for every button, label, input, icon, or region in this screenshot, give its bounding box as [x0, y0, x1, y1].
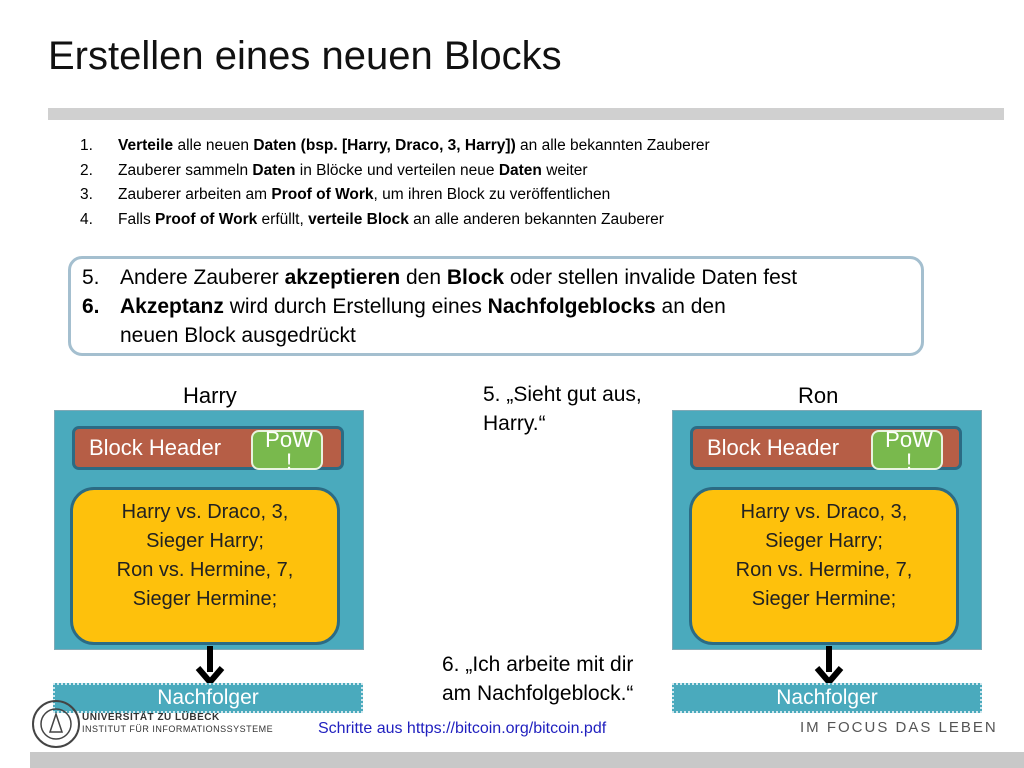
- step-item: 1. Verteile alle neuen Daten (bsp. [Harry…: [80, 134, 710, 159]
- pow-label-mark: !: [905, 449, 913, 474]
- step-item: 5. Andere Zauberer akzeptieren den Block …: [82, 263, 797, 292]
- block-data-ron: Harry vs. Draco, 3, Sieger Harry; Ron vs…: [689, 487, 959, 645]
- pow-label-mark: !: [285, 449, 293, 474]
- data-line: Sieger Hermine;: [132, 588, 278, 610]
- quote-step6: 6. „Ich arbeite mit dir am Nachfolgebloc…: [442, 650, 633, 708]
- step-text-bold: Proof of Work: [271, 186, 374, 203]
- step-text-segment: alle neuen: [173, 137, 254, 154]
- step-text-segment: erfüllt,: [257, 210, 309, 228]
- step-continuation: neuen Block ausgedrückt: [120, 324, 356, 347]
- step-text-segment: an den: [655, 295, 726, 318]
- university-name: UNIVERSITÄT ZU LÜBECK: [82, 712, 220, 723]
- data-line: Sieger Hermine;: [751, 588, 897, 610]
- highlight-callout: [68, 256, 924, 356]
- step-text-segment: Zauberer arbeiten am: [118, 186, 272, 203]
- step-text-bold: Daten (bsp. [Harry, Draco, 3, Harry]): [253, 137, 516, 154]
- step-text-bold: Daten: [498, 161, 542, 179]
- successor-block-harry: Nachfolger: [53, 683, 363, 713]
- data-line: Ron vs. Hermine, 7,: [116, 559, 294, 581]
- step-text: Verteile alle neuen Daten (bsp. [Harry, …: [118, 134, 710, 159]
- block-header-label: Block Header: [89, 435, 222, 460]
- step-number: 1.: [80, 137, 93, 154]
- step-number: 2.: [80, 161, 93, 179]
- arrow-down-icon: [195, 646, 225, 687]
- quote-step5: 5. „Sieht gut aus, Harry.“: [483, 380, 642, 438]
- data-line: Harry vs. Draco, 3,: [121, 501, 289, 523]
- step-text-segment: an alle anderen bekannten Zauberer: [408, 210, 664, 228]
- step-text-segment: in Blöcke und verteilen neue: [295, 161, 499, 179]
- arrow-down-icon: [814, 646, 844, 687]
- data-line: Ron vs. Hermine, 7,: [735, 559, 913, 581]
- step-text-segment: Andere Zauberer: [120, 266, 285, 289]
- highlighted-steps-list: 5. Andere Zauberer akzeptieren den Block …: [82, 263, 797, 350]
- quote-line: am Nachfolgeblock.“: [442, 682, 634, 705]
- step-item: 2. Zauberer sammeln Daten in Blöcke und v…: [80, 159, 710, 184]
- step-text-bold: Daten: [252, 161, 296, 179]
- block-data-harry: Harry vs. Draco, 3, Sieger Harry; Ron vs…: [70, 487, 340, 645]
- step-text-bold: Nachfolgeblocks: [487, 295, 656, 318]
- step-text-segment: Falls: [118, 210, 156, 228]
- step-number: 3.: [80, 186, 93, 203]
- node-name-harry: Harry: [183, 383, 237, 408]
- title-divider: [48, 108, 1004, 120]
- source-link[interactable]: Schritte aus https://bitcoin.org/bitcoin…: [318, 720, 607, 737]
- step-text: Zauberer arbeiten am Proof of Work, um i…: [118, 183, 610, 208]
- pow-badge-harry: PoW !: [251, 427, 323, 474]
- step-item: 3. Zauberer arbeiten am Proof of Work, um…: [80, 183, 710, 208]
- step-text: Andere Zauberer akzeptieren den Block od…: [120, 263, 797, 292]
- data-line: Harry vs. Draco, 3,: [740, 501, 908, 523]
- institute-name: INSTITUT FÜR INFORMATIONSSYSTEME: [82, 724, 274, 734]
- pow-label: PoW: [885, 427, 933, 452]
- pow-badge-ron: PoW !: [871, 427, 943, 474]
- step-text: Falls Proof of Work erfüllt, verteile Bl…: [118, 208, 664, 233]
- pow-label: PoW: [265, 427, 313, 452]
- step-text-segment: oder stellen invalide Daten fest: [504, 266, 798, 289]
- block-header-label: Block Header: [707, 435, 840, 460]
- step-number: 6.: [82, 295, 100, 318]
- step-item: 4. Falls Proof of Work erfüllt, verteile …: [80, 208, 710, 233]
- data-line: Sieger Harry;: [765, 530, 883, 552]
- quote-line: 5. „Sieht gut aus,: [483, 383, 642, 406]
- university-seal-icon: [32, 700, 80, 748]
- slide-title: Erstellen eines neuen Blocks: [48, 34, 562, 78]
- step-text-bold: Akzeptanz: [120, 295, 224, 318]
- step-text-bold: Proof of Work: [155, 210, 258, 228]
- step-text-segment: den: [400, 266, 447, 289]
- university-slogan: IM FOCUS DAS LEBEN: [800, 719, 998, 736]
- footer-bar: [30, 752, 1024, 768]
- quote-line: Harry.“: [483, 412, 546, 435]
- step-text: Zauberer sammeln Daten in Blöcke und ver…: [118, 159, 588, 184]
- step-text-segment: weiter: [541, 161, 588, 179]
- step-text-segment: , um ihren Block zu veröffentlichen: [373, 186, 611, 203]
- step-text-bold: verteile Block: [308, 210, 409, 228]
- steps-list: 1. Verteile alle neuen Daten (bsp. [Harry…: [80, 134, 710, 232]
- step-text-segment: Zauberer sammeln: [118, 161, 253, 179]
- step-text-segment: an alle bekannten Zauberer: [515, 137, 710, 154]
- step-number: 4.: [80, 210, 93, 228]
- step-number: 5.: [82, 266, 100, 289]
- data-line: Sieger Harry;: [146, 530, 264, 552]
- successor-block-ron: Nachfolger: [672, 683, 982, 713]
- node-name-ron: Ron: [798, 383, 839, 408]
- step-text-bold: Block: [446, 266, 505, 289]
- step-item: 6. Akzeptanz wird durch Erstellung eines …: [82, 292, 797, 321]
- step-text-segment: wird durch Erstellung eines: [223, 295, 488, 318]
- step-text-bold: Verteile: [118, 137, 174, 154]
- step-text: Akzeptanz wird durch Erstellung eines Na…: [120, 292, 726, 321]
- quote-line: 6. „Ich arbeite mit dir: [442, 653, 634, 676]
- step-text-bold: akzeptieren: [284, 266, 401, 289]
